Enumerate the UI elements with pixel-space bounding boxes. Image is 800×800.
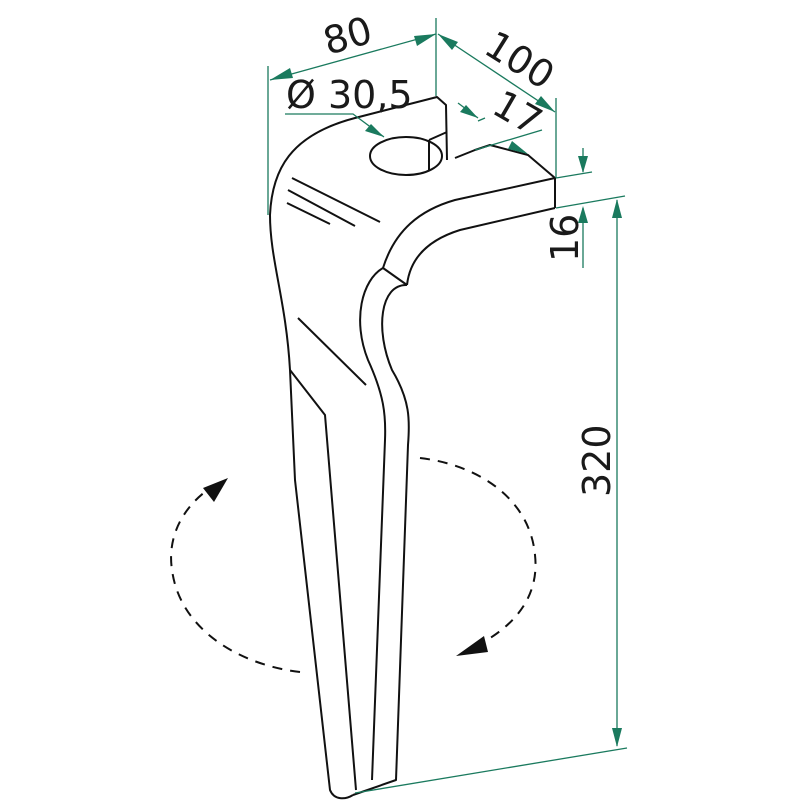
length-label: 320 [575,424,619,497]
width-label: 80 [318,8,377,64]
depth-label: 100 [477,22,562,98]
rotation-arrows-icon [170,457,537,673]
thickness-label: 16 [543,214,587,262]
tine-outline [269,96,556,800]
hole-diameter-label: Ø 30,5 [286,73,413,117]
dimension-lines [267,18,628,794]
